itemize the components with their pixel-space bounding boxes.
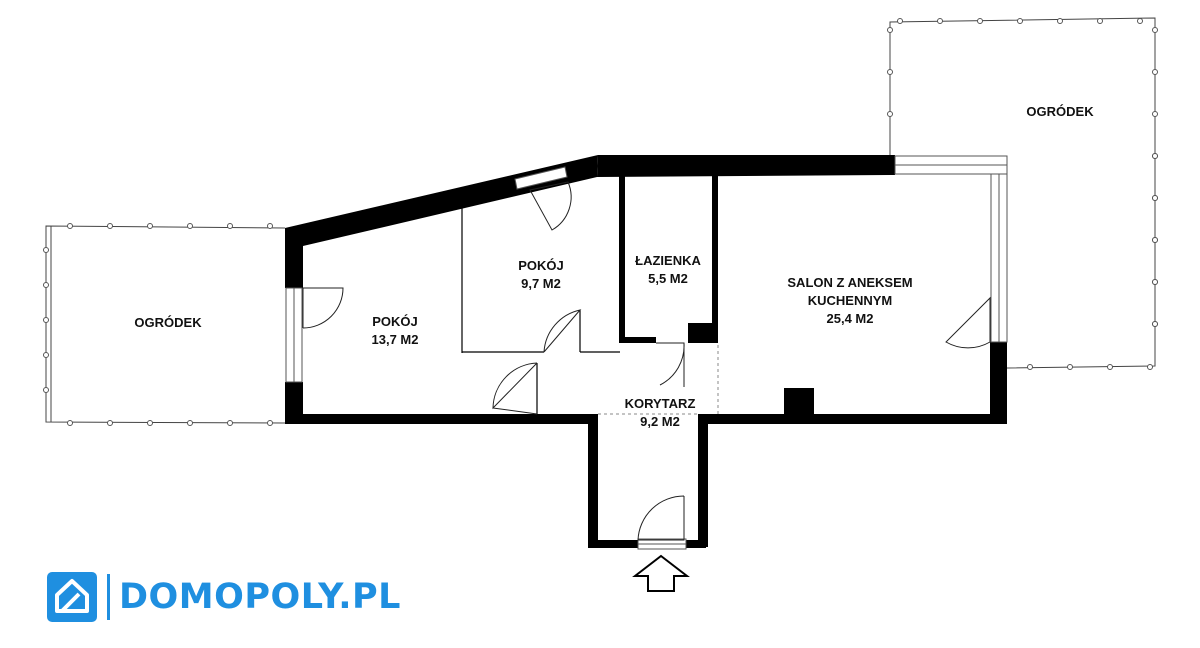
fence-post bbox=[187, 223, 193, 229]
entrance-arrow-icon bbox=[632, 554, 690, 592]
fence-post bbox=[1097, 18, 1103, 24]
fence-post bbox=[187, 420, 193, 426]
fence-post bbox=[67, 420, 73, 426]
fence-post bbox=[43, 282, 49, 288]
fence-post bbox=[1152, 237, 1158, 243]
living-room-name-line2: KUCHENNYM bbox=[807, 293, 893, 308]
thin-partitions bbox=[461, 206, 620, 414]
fence-post bbox=[977, 18, 983, 24]
logo-divider bbox=[107, 574, 110, 620]
fence-post bbox=[147, 420, 153, 426]
garden-right-outline bbox=[889, 17, 1156, 369]
garden-right-posts bbox=[887, 18, 1158, 370]
logo-text: DOMOPOLY.PL bbox=[119, 577, 401, 617]
fence-post bbox=[1152, 153, 1158, 159]
windows bbox=[285, 155, 1008, 550]
exterior-walls bbox=[285, 155, 1007, 548]
bathroom-label: ŁAZIENKA 5,5 M2 bbox=[618, 252, 718, 288]
room-large-name: POKÓJ bbox=[372, 314, 418, 329]
fence-post bbox=[147, 223, 153, 229]
fence-post bbox=[267, 420, 273, 426]
room-large-label: POKÓJ 13,7 M2 bbox=[345, 313, 445, 349]
garden-left-outline bbox=[45, 225, 286, 424]
bathroom-name: ŁAZIENKA bbox=[635, 253, 701, 268]
corridor-name: KORYTARZ bbox=[624, 396, 696, 411]
fence-post bbox=[1152, 111, 1158, 117]
fence-post bbox=[43, 317, 49, 323]
fence-post bbox=[107, 420, 113, 426]
garden-left-posts bbox=[43, 223, 273, 426]
fence-post bbox=[1057, 18, 1063, 24]
living-room-name-line1: SALON Z ANEKSEM bbox=[787, 275, 913, 290]
fence-post bbox=[1027, 364, 1033, 370]
interior-walls bbox=[619, 175, 718, 343]
fence-post bbox=[227, 420, 233, 426]
fence-post bbox=[887, 27, 893, 33]
fence-post bbox=[1067, 364, 1073, 370]
fence-post bbox=[43, 247, 49, 253]
fence-post bbox=[1017, 18, 1023, 24]
fence-post bbox=[227, 223, 233, 229]
door-swings bbox=[302, 181, 991, 541]
room-small-area: 9,7 M2 bbox=[521, 276, 561, 291]
room-small-label: POKÓJ 9,7 M2 bbox=[491, 257, 591, 293]
living-room-label: SALON Z ANEKSEM KUCHENNYM 25,4 M2 bbox=[770, 274, 930, 328]
corridor-label: KORYTARZ 9,2 M2 bbox=[610, 395, 710, 431]
fence-post bbox=[1152, 279, 1158, 285]
living-room-area: 25,4 M2 bbox=[826, 311, 874, 326]
fence-post bbox=[43, 387, 49, 393]
fence-post bbox=[1107, 364, 1113, 370]
garden-left-name: OGRÓDEK bbox=[134, 315, 202, 330]
fence-post bbox=[897, 18, 903, 24]
fence-post bbox=[1147, 364, 1153, 370]
fence-post bbox=[887, 69, 893, 75]
house-logo-icon bbox=[47, 572, 97, 622]
fence-post bbox=[1152, 321, 1158, 327]
room-large-area: 13,7 M2 bbox=[371, 332, 419, 347]
fence-post bbox=[67, 223, 73, 229]
fence-post bbox=[43, 352, 49, 358]
fence-post bbox=[937, 18, 943, 24]
room-small-name: POKÓJ bbox=[518, 258, 564, 273]
openings bbox=[598, 345, 719, 415]
bathroom-area: 5,5 M2 bbox=[648, 271, 688, 286]
fence-post bbox=[1152, 69, 1158, 75]
fence-post bbox=[1152, 27, 1158, 33]
fence-post bbox=[267, 223, 273, 229]
garden-left-label: OGRÓDEK bbox=[110, 314, 226, 332]
garden-right-label: OGRÓDEK bbox=[1000, 103, 1120, 121]
fence-post bbox=[1152, 195, 1158, 201]
fence-post bbox=[107, 223, 113, 229]
corridor-area: 9,2 M2 bbox=[640, 414, 680, 429]
fence-post bbox=[887, 111, 893, 117]
brand-logo: DOMOPOLY.PL bbox=[47, 572, 401, 622]
fence-post bbox=[1137, 18, 1143, 24]
garden-right-name: OGRÓDEK bbox=[1026, 104, 1094, 119]
